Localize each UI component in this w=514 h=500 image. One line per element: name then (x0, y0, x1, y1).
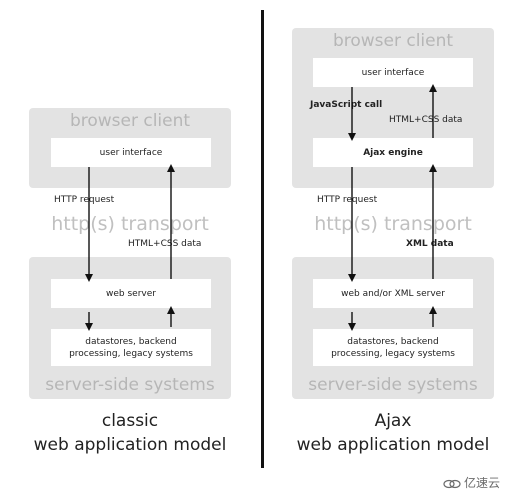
classic-datastores-label: datastores, backend processing, legacy s… (69, 336, 193, 360)
classic-datastores-line1: datastores, backend (85, 336, 177, 347)
classic-datastores-box: datastores, backend processing, legacy s… (51, 329, 211, 366)
ajax-html-css-data-label: HTML+CSS data (389, 115, 463, 125)
classic-browser-client-label: browser client (69, 111, 191, 131)
classic-transport-label: http(s) transport (51, 213, 209, 235)
ajax-browser-client-label: browser client (332, 31, 454, 51)
ajax-datastores-line2: processing, legacy systems (331, 348, 455, 359)
ajax-datastores-box: datastores, backend processing, legacy s… (313, 329, 473, 366)
ajax-http-request-label: HTTP request (317, 195, 378, 205)
classic-caption: classic web application model (29, 409, 231, 457)
classic-caption-line1: classic (101, 411, 159, 431)
ajax-caption-line2: web application model (296, 435, 490, 455)
watermark: 亿速云 (443, 474, 500, 491)
cloud-logo-icon (443, 479, 461, 488)
ajax-server-side-label: server-side systems (308, 375, 478, 395)
classic-html-css-data-label: HTML+CSS data (128, 239, 202, 249)
ajax-user-interface-box: user interface (313, 58, 473, 87)
center-divider (261, 10, 264, 468)
ajax-web-server-box: web and/or XML server (313, 279, 473, 308)
classic-user-interface-box: user interface (51, 138, 211, 167)
classic-web-server-label: web server (106, 288, 156, 299)
ajax-xml-data-label: XML data (406, 239, 454, 249)
watermark-text: 亿速云 (463, 476, 500, 490)
ajax-caption-line1: Ajax (374, 411, 412, 431)
ajax-web-server-label: web and/or XML server (341, 288, 445, 299)
ajax-caption: Ajax web application model (292, 409, 494, 457)
ajax-engine-label: Ajax engine (363, 147, 423, 158)
classic-datastores-line2: processing, legacy systems (69, 348, 193, 359)
ajax-engine-box: Ajax engine (313, 138, 473, 167)
classic-web-server-box: web server (51, 279, 211, 308)
ajax-datastores-line1: datastores, backend (347, 336, 439, 347)
ajax-javascript-call-label: JavaScript call (310, 100, 383, 110)
classic-caption-line2: web application model (33, 435, 227, 455)
ajax-datastores-label: datastores, backend processing, legacy s… (331, 336, 455, 360)
classic-server-side-label: server-side systems (45, 375, 215, 395)
ajax-user-interface-label: user interface (361, 67, 425, 78)
classic-user-interface-label: user interface (99, 147, 163, 158)
classic-http-request-label: HTTP request (54, 195, 115, 205)
